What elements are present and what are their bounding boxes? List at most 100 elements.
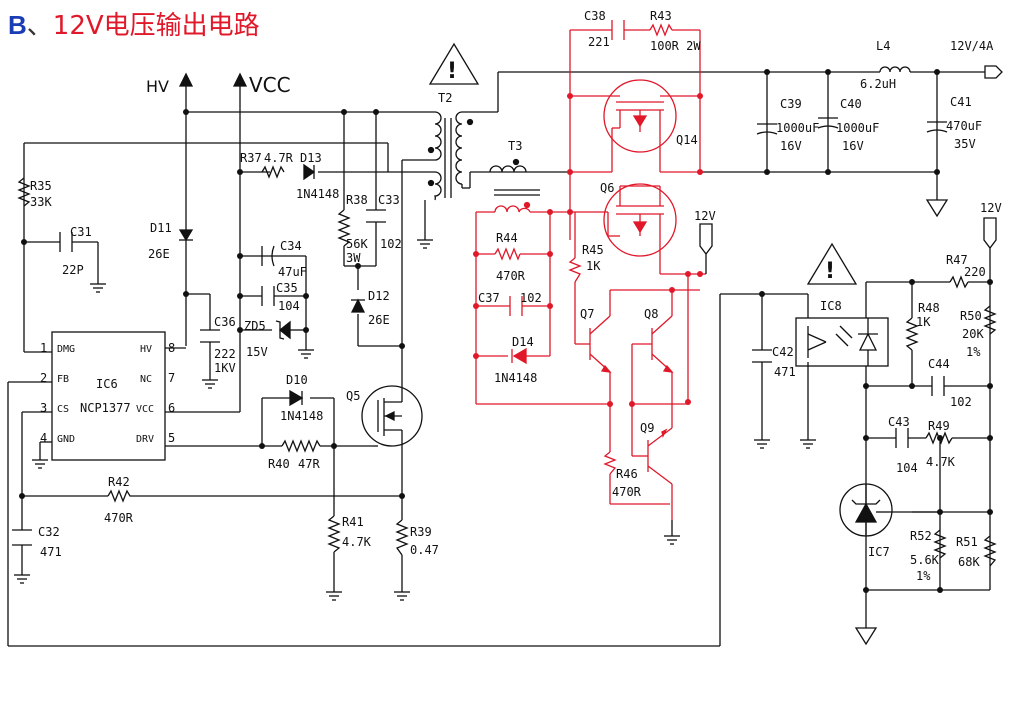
- title-prefix: B: [8, 10, 27, 40]
- ic6-pin5-num: 5: [168, 431, 175, 445]
- c34-ref: C34: [280, 239, 302, 253]
- d13-ref: D13: [300, 151, 322, 165]
- r46-ref: R46: [616, 467, 638, 481]
- r42-ref: R42: [108, 475, 130, 489]
- ic6-pin6-num: 6: [168, 401, 175, 415]
- ic6-pin2-name: FB: [57, 374, 69, 385]
- d11-ref: D11: [150, 221, 172, 235]
- c33-val: 102: [380, 237, 402, 251]
- r35-ref: R35: [30, 179, 52, 193]
- r39-val: 0.47: [410, 543, 439, 557]
- r47-val: 220: [964, 265, 986, 279]
- r49-ref: R49: [928, 419, 950, 433]
- r45-ref: R45: [582, 243, 604, 257]
- q5-body: [361, 385, 423, 447]
- ic6-body: [51, 331, 166, 461]
- c42-val: 471: [774, 365, 796, 379]
- ic6-pin4-name: GND: [57, 434, 75, 445]
- d12-val: 26E: [368, 313, 390, 327]
- highlight-wiring: [475, 29, 706, 520]
- c40-volt: 16V: [842, 139, 864, 153]
- ic6-pin7-name: NC: [140, 374, 152, 385]
- q14-body: [603, 79, 677, 153]
- c39-volt: 16V: [780, 139, 802, 153]
- r43-val: 100R 2W: [650, 39, 701, 53]
- vcc-arrow: [232, 72, 248, 87]
- c40-ref: C40: [840, 97, 862, 111]
- c31-val: 22P: [62, 263, 84, 277]
- r44-ref: R44: [496, 231, 518, 245]
- c41-volt: 35V: [954, 137, 976, 151]
- ic6-part: NCP1377: [80, 401, 131, 415]
- warning-mark-ic8: !: [825, 259, 835, 284]
- v12b-connector: [983, 217, 997, 250]
- c32-val: 471: [40, 545, 62, 559]
- r41-val: 4.7K: [342, 535, 372, 549]
- r39-ref: R39: [410, 525, 432, 539]
- ic7-ref: IC7: [868, 545, 890, 559]
- c37-ref: C37: [478, 291, 500, 305]
- r49-val: 4.7K: [926, 455, 956, 469]
- d10-val: 1N4148: [280, 409, 323, 423]
- d11-val: 26E: [148, 247, 170, 261]
- r50-tol: 1%: [966, 345, 981, 359]
- c37-val: 102: [520, 291, 542, 305]
- hv-arrow: [178, 72, 194, 87]
- c42-ref: C42: [772, 345, 794, 359]
- l4-ref: L4: [876, 39, 890, 53]
- r38-power: 3W: [346, 251, 361, 265]
- ic6-pin5-name: DRV: [136, 434, 154, 445]
- r44-val: 470R: [496, 269, 526, 283]
- q9-ref: Q9: [640, 421, 654, 435]
- r47-ref: R47: [946, 253, 968, 267]
- d14-ref: D14: [512, 335, 534, 349]
- q7-ref: Q7: [580, 307, 594, 321]
- r48-ref: R48: [918, 301, 940, 315]
- ic6-pin1-num: 1: [40, 341, 47, 355]
- l4-val: 6.2uH: [860, 77, 896, 91]
- junctions: [19, 69, 993, 593]
- ic8-body: [795, 317, 889, 367]
- q5-ref: Q5: [346, 389, 360, 403]
- c39-ref: C39: [780, 97, 802, 111]
- r40-val: 47R: [298, 457, 320, 471]
- c33-ref: C33: [378, 193, 400, 207]
- page-title: B、12V电压输出电路: [8, 8, 260, 43]
- q6-ref: Q6: [600, 181, 614, 195]
- c44-val: 102: [950, 395, 972, 409]
- c35-val: 104: [278, 299, 300, 313]
- r48-val: 1K: [916, 315, 931, 329]
- v12a-label: 12V: [694, 209, 716, 223]
- q6-body: [603, 183, 677, 257]
- d13-val: 1N4148: [296, 187, 339, 201]
- hv-label: HV: [146, 77, 169, 96]
- ic6-pin3-num: 3: [40, 401, 47, 415]
- warning-icon-ic8: [806, 242, 858, 285]
- c36-val: 222: [214, 347, 236, 361]
- r50-ref: R50: [960, 309, 982, 323]
- c35-ref: C35: [276, 281, 298, 295]
- ic6-pin7-num: 7: [168, 371, 175, 385]
- c41-ref: C41: [950, 95, 972, 109]
- r51-val: 68K: [958, 555, 980, 569]
- r40-ref: R40: [268, 457, 290, 471]
- primary-wiring: [7, 71, 991, 647]
- ground-symbols: [13, 239, 817, 601]
- ic6-pin6-name: VCC: [136, 404, 154, 415]
- output-label: 12V/4A: [950, 39, 994, 53]
- c32-ref: C32: [38, 525, 60, 539]
- title-separator: 、: [26, 11, 53, 41]
- d10-ref: D10: [286, 373, 308, 387]
- r52-tol: 1%: [916, 569, 931, 583]
- ic6-pin1-name: DMG: [57, 344, 75, 355]
- r38-val: 56K: [346, 237, 368, 251]
- c43-val: 104: [896, 461, 918, 475]
- r41-ref: R41: [342, 515, 364, 529]
- ic8-ref: IC8: [820, 299, 842, 313]
- r46-val: 470R: [612, 485, 642, 499]
- r50-val: 20K: [962, 327, 984, 341]
- r52-val: 5.6K: [910, 553, 940, 567]
- ic6-pin8-num: 8: [168, 341, 175, 355]
- r51-ref: R51: [956, 535, 978, 549]
